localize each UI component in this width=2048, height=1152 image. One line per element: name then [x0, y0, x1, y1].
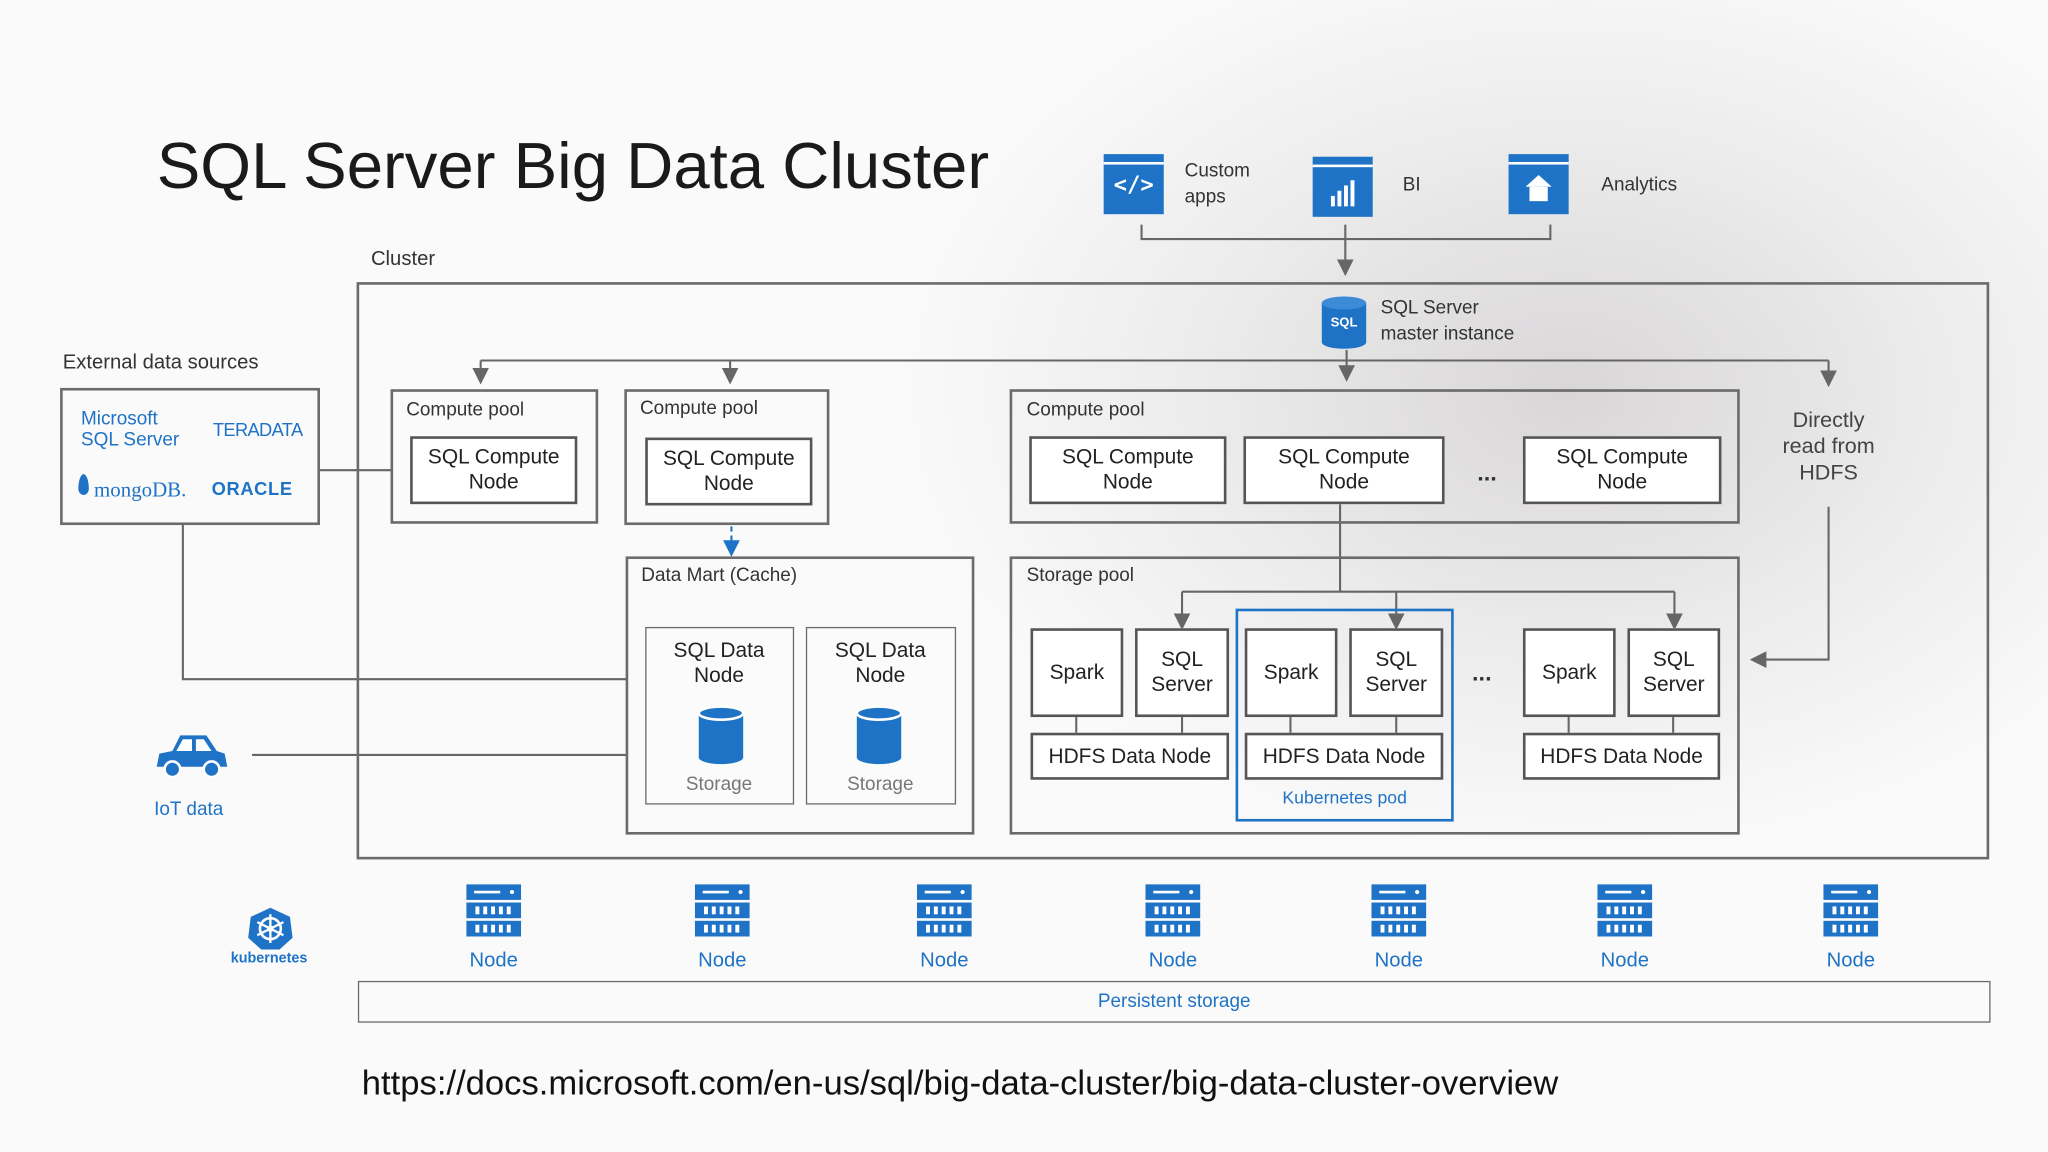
master-line2: master instance — [1380, 323, 1515, 345]
mongodb-leaf-icon — [78, 474, 89, 496]
mongodb-logo: mongoDB. — [94, 479, 187, 502]
server-icon — [1371, 884, 1427, 937]
node-label: Node — [920, 949, 969, 972]
compute-pool-1-label: Compute pool — [406, 399, 525, 421]
storage-label-2: Storage — [847, 774, 914, 796]
sql-compute-node-2: SQL Compute Node — [645, 437, 813, 506]
compute-pool-1 — [390, 389, 599, 524]
compute-pool-2 — [624, 389, 830, 526]
external-sources-box: Microsoft SQL Server TERADATA mongoDB. O… — [60, 387, 320, 526]
custom-apps-label: Custom apps — [1184, 160, 1250, 208]
analytics-label: Analytics — [1601, 175, 1678, 196]
server-icon — [916, 884, 972, 937]
server-icon — [1597, 884, 1653, 937]
server-icon — [694, 884, 750, 937]
compute-pool-3 — [1009, 389, 1740, 524]
node-label: Node — [1148, 949, 1198, 972]
node-label: Node — [1600, 949, 1650, 972]
sql-data-node-2: SQL Data Node Storage — [805, 626, 957, 805]
car-icon — [152, 728, 230, 785]
iot-label: IoT data — [154, 799, 224, 821]
external-sources-title: External data sources — [62, 351, 259, 374]
mssql-logo-line2: SQL Server — [80, 429, 180, 451]
hdfs-data-node-1: HDFS Data Node — [1030, 732, 1230, 780]
cluster-frame — [356, 282, 1990, 860]
teradata-logo: TERADATA — [212, 419, 303, 441]
sql-data-node-1: SQL Data Node Storage — [645, 626, 795, 805]
sql-compute-node-3: SQL Compute Node — [1029, 436, 1227, 505]
spark-node-3: Spark — [1522, 628, 1616, 718]
node-label: Node — [1374, 949, 1424, 972]
hdfs-data-node-2: HDFS Data Node — [1244, 732, 1444, 780]
sql-icon-text: SQL — [1330, 316, 1358, 331]
sql-compute-node-4: SQL Compute Node — [1243, 436, 1445, 505]
storage-pool-box — [1009, 556, 1740, 835]
directly-read-label: Directly read from HDFS — [1782, 408, 1875, 485]
data-mart-box — [625, 556, 975, 835]
server-icon — [1823, 884, 1879, 937]
cluster-label: Cluster — [370, 248, 436, 271]
storage-cylinder-icon — [855, 705, 903, 765]
spark-node-2: Spark — [1244, 628, 1338, 718]
kubernetes-label: kubernetes — [230, 950, 308, 967]
sql-compute-node-5: SQL Compute Node — [1522, 436, 1722, 505]
sql-server-node-3: SQL Server — [1627, 628, 1721, 718]
storage-pool-label: Storage pool — [1026, 565, 1135, 587]
server-icon — [1145, 884, 1201, 937]
storage-ellipsis: ... — [1471, 659, 1492, 686]
sql-server-node-1: SQL Server — [1135, 628, 1230, 718]
analytics-icon — [1508, 154, 1569, 215]
sql-server-node-2: SQL Server — [1349, 628, 1444, 718]
node-label: Node — [469, 949, 518, 972]
oracle-logo: ORACLE — [211, 478, 293, 499]
hdfs-data-node-3: HDFS Data Node — [1522, 732, 1721, 780]
persistent-storage-label: Persistent storage — [1097, 991, 1251, 1013]
bi-label: BI — [1402, 175, 1421, 196]
compute-pool-3-label: Compute pool — [1026, 399, 1145, 421]
sql-data-node-1-label: SQL Data Node — [673, 639, 765, 688]
server-icon — [466, 884, 522, 937]
source-url: https://docs.microsoft.com/en-us/sql/big… — [361, 1063, 1559, 1103]
custom-apps-icon: </> — [1103, 154, 1164, 215]
persistent-storage-box — [357, 980, 1991, 1023]
bi-icon — [1312, 156, 1373, 217]
sql-database-icon: SQL — [1320, 295, 1367, 350]
mssql-logo-line1: Microsoft — [80, 408, 158, 430]
spark-node-1: Spark — [1030, 628, 1124, 718]
node-label: Node — [698, 949, 747, 972]
sql-compute-node-1: SQL Compute Node — [410, 436, 578, 505]
compute-ellipsis: ... — [1477, 459, 1497, 486]
kubernetes-pod-label: Kubernetes pod — [1282, 787, 1407, 808]
kubernetes-icon — [247, 906, 294, 950]
node-label: Node — [1826, 949, 1875, 972]
master-line1: SQL Server — [1380, 297, 1479, 319]
data-mart-label: Data Mart (Cache) — [641, 565, 798, 587]
page-title: SQL Server Big Data Cluster — [156, 129, 990, 203]
kubernetes-pod-frame — [1235, 608, 1454, 822]
storage-cylinder-icon — [697, 705, 745, 765]
compute-pool-2-label: Compute pool — [639, 398, 758, 420]
sql-data-node-2-label: SQL Data Node — [834, 639, 926, 688]
storage-label-1: Storage — [685, 774, 753, 796]
